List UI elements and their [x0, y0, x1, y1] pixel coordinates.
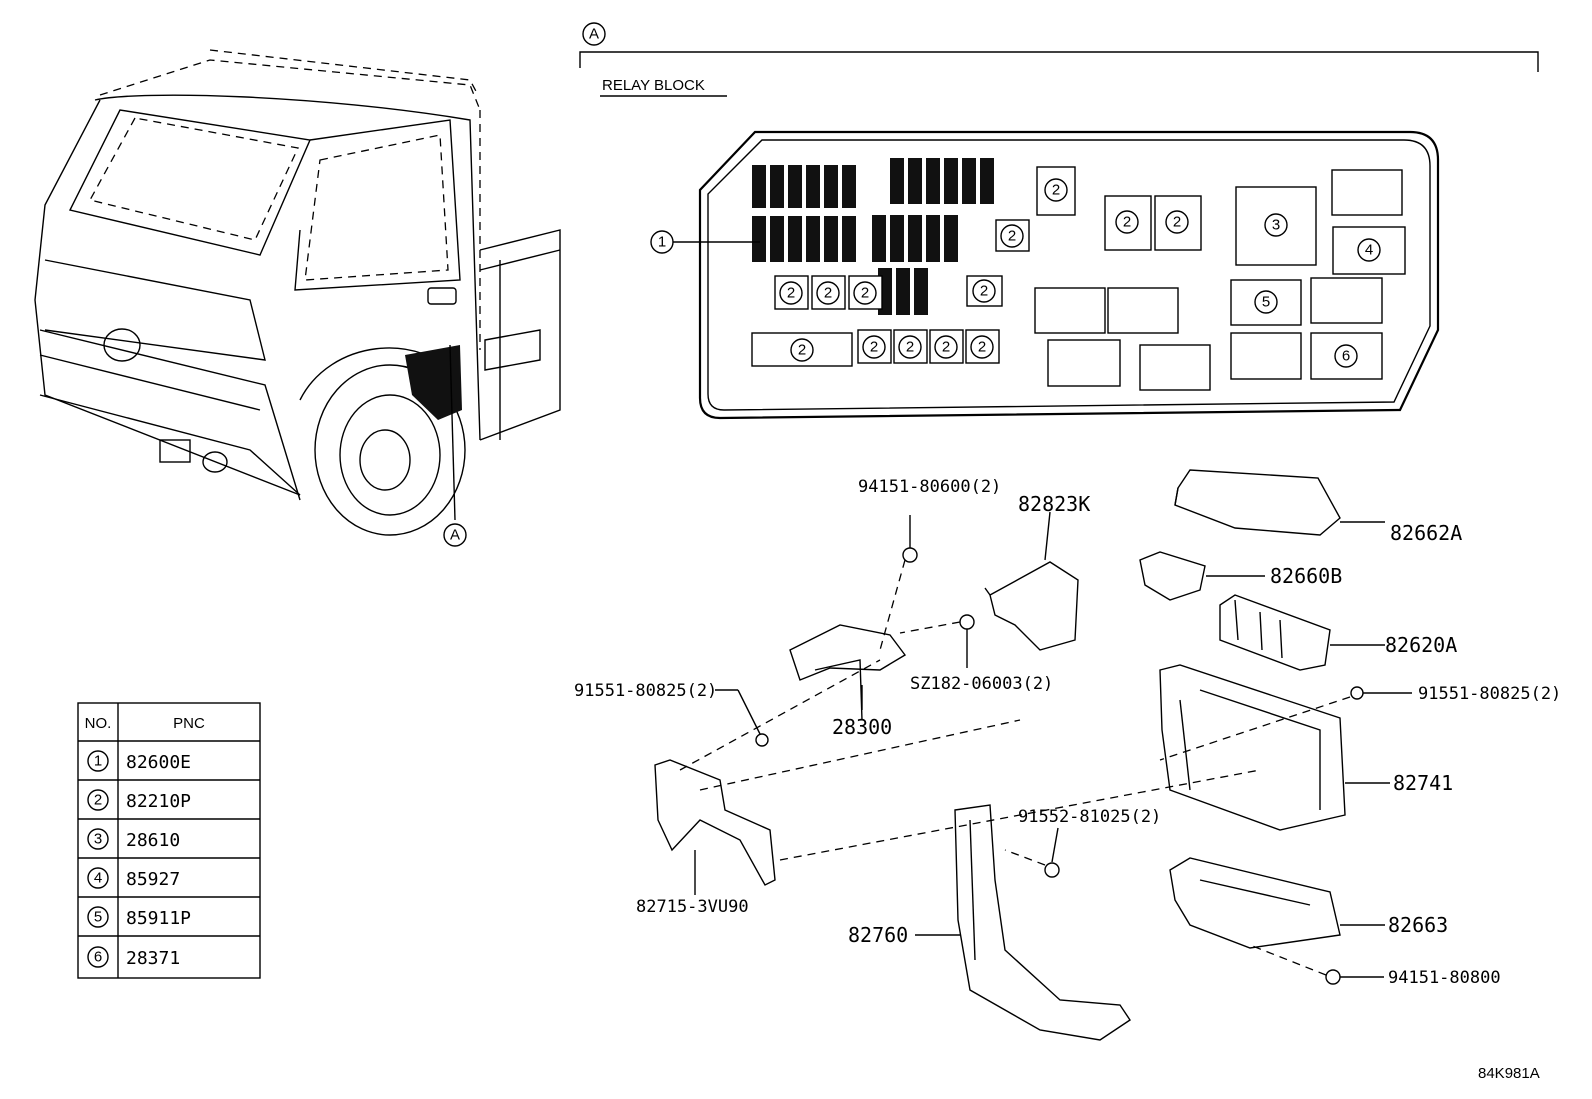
relay-slot-2: 2	[1104, 195, 1152, 251]
svg-text:2: 2	[824, 285, 832, 302]
label-82741: 82741	[1393, 771, 1453, 795]
relay-slot-2: 2	[751, 332, 853, 367]
view-a-letter: A	[589, 26, 599, 43]
svg-text:3: 3	[94, 831, 102, 848]
svg-text:82210P: 82210P	[126, 791, 191, 812]
relay-slot-6: 6	[1310, 332, 1383, 380]
svg-text:2: 2	[870, 339, 878, 356]
relay-slot-2: 2	[893, 329, 928, 364]
svg-text:28610: 28610	[126, 830, 180, 851]
label-94151-80800: 94151-80800	[1388, 968, 1501, 988]
svg-text:2: 2	[1123, 214, 1131, 231]
callout-1: 1	[658, 234, 666, 251]
hatched-fuse-group-2	[872, 158, 994, 315]
exploded-parts	[654, 469, 1412, 1041]
relay-slot-4: 4	[1332, 226, 1406, 275]
svg-text:4: 4	[1365, 242, 1373, 259]
svg-text:5: 5	[1262, 294, 1270, 311]
relay-slot-2: 2	[966, 275, 1003, 307]
relay-slot-2: 2	[1036, 166, 1076, 216]
relay-block-title: RELAY BLOCK	[602, 77, 705, 94]
relay-slot-2: 2	[848, 275, 883, 310]
relay-slot-2: 2	[1154, 195, 1202, 251]
relay-slot-2: 2	[774, 275, 809, 310]
label-82823K: 82823K	[1018, 492, 1090, 516]
svg-text:2: 2	[94, 792, 102, 809]
hatched-fuse-group-1	[752, 165, 856, 262]
svg-text:2: 2	[1052, 182, 1060, 199]
label-82662A: 82662A	[1390, 521, 1462, 545]
relay-slot-2: 2	[857, 329, 892, 364]
svg-text:2: 2	[1173, 214, 1181, 231]
label-91551-80825-left: 91551-80825(2)	[574, 681, 717, 701]
relay-slot-3: 3	[1235, 186, 1317, 266]
table-row: 6 28371	[87, 946, 180, 969]
table-row: 3 28610	[87, 828, 180, 851]
truck-callout-letter: A	[450, 527, 460, 544]
pnc-table: NO. PNC 1 82600E 2 82210P 3 28610 4 8592…	[77, 702, 261, 979]
table-row: 2 82210P	[87, 789, 191, 812]
label-SZ182-06003: SZ182-06003(2)	[910, 674, 1053, 694]
svg-text:2: 2	[942, 339, 950, 356]
svg-text:2: 2	[861, 285, 869, 302]
label-82760: 82760	[848, 923, 908, 947]
table-header-no: NO.	[85, 715, 112, 732]
relay-block-layout: 2 2 2 2 2 2 2	[650, 130, 1440, 420]
relay-slot-2: 2	[965, 329, 1000, 364]
figure-code: 84K981A	[1478, 1065, 1540, 1082]
svg-text:28371: 28371	[126, 948, 180, 969]
table-header-pnc: PNC	[173, 715, 205, 732]
table-row: 1 82600E	[87, 750, 191, 773]
truck-illustration: A	[34, 49, 561, 547]
label-94151-80600: 94151-80600(2)	[858, 477, 1001, 497]
svg-text:1: 1	[94, 753, 102, 770]
table-row: 4 85927	[87, 867, 180, 890]
label-28300: 28300	[832, 715, 892, 739]
svg-text:4: 4	[94, 870, 102, 887]
label-82660B: 82660B	[1270, 564, 1342, 588]
svg-text:2: 2	[1008, 228, 1016, 245]
svg-text:6: 6	[94, 949, 102, 966]
relay-slot-2: 2	[811, 275, 846, 310]
svg-text:2: 2	[980, 283, 988, 300]
svg-text:85927: 85927	[126, 869, 180, 890]
svg-text:3: 3	[1272, 217, 1280, 234]
label-91551-80825-right: 91551-80825(2)	[1418, 684, 1561, 704]
relay-slot-2: 2	[929, 329, 964, 364]
label-82663: 82663	[1388, 913, 1448, 937]
label-82715-3VU90: 82715-3VU90	[636, 897, 749, 917]
svg-text:2: 2	[978, 339, 986, 356]
svg-text:85911P: 85911P	[126, 908, 191, 929]
svg-text:5: 5	[94, 909, 102, 926]
relay-slot-2: 2	[995, 219, 1030, 252]
relay-slot-5: 5	[1230, 279, 1302, 326]
label-82620A: 82620A	[1385, 633, 1457, 657]
svg-text:2: 2	[906, 339, 914, 356]
svg-text:6: 6	[1342, 348, 1350, 365]
view-a-bracket: A	[579, 22, 1539, 72]
label-91552-81025: 91552-81025(2)	[1018, 807, 1161, 827]
svg-text:2: 2	[798, 342, 806, 359]
svg-text:2: 2	[787, 285, 795, 302]
svg-text:82600E: 82600E	[126, 752, 191, 773]
table-row: 5 85911P	[87, 906, 191, 929]
